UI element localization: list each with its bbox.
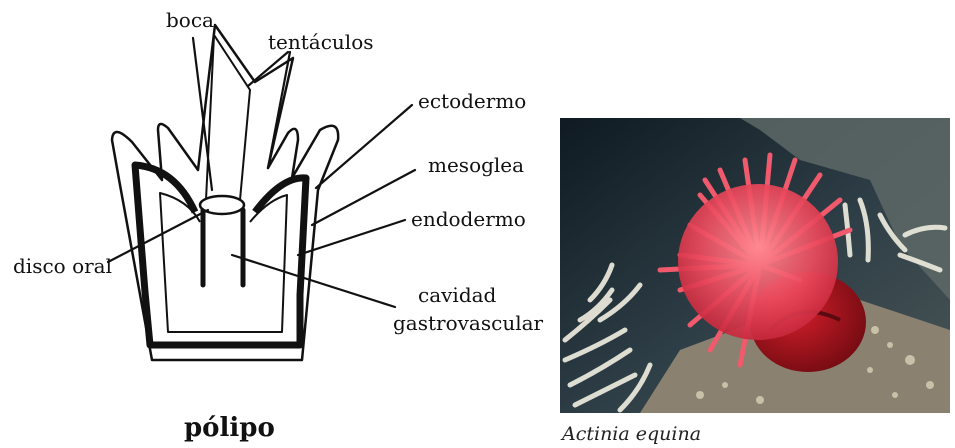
photo-caption: Actinia equina [560, 423, 701, 445]
label-tentaculos: tentáculos [268, 30, 374, 54]
anemone-photo: Actinia equina [560, 118, 950, 445]
diagram-title: pólipo [184, 413, 275, 443]
label-disco-oral: disco oral [13, 254, 112, 278]
label-ectodermo: ectodermo [418, 89, 526, 113]
label-endodermo: endodermo [411, 207, 526, 231]
polyp-diagram: boca tentáculos ectodermo mesoglea endod… [13, 8, 544, 443]
label-cavidad: cavidad [418, 283, 497, 307]
label-boca: boca [166, 8, 214, 32]
anemone-tentacle-crown [678, 184, 838, 340]
label-gastrovascular: gastrovascular [393, 311, 544, 335]
label-mesoglea: mesoglea [428, 153, 524, 177]
